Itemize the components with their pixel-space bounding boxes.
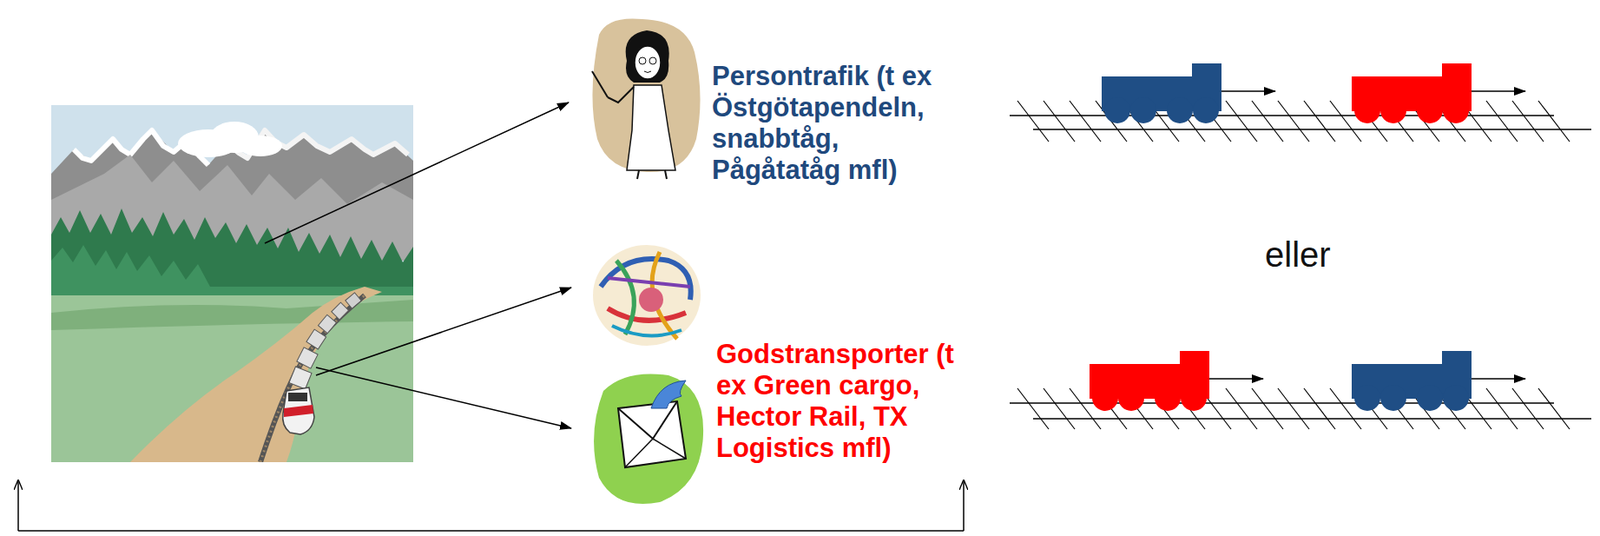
train-symbol [1089, 350, 1264, 411]
train-symbol [1351, 63, 1526, 124]
abstract-icon [592, 244, 701, 346]
feedback-bracket [18, 480, 964, 531]
train-symbol [1351, 350, 1526, 411]
teacher-icon [592, 18, 701, 179]
leader-arrows [264, 102, 572, 428]
envelope-icon [593, 373, 704, 504]
or-label: eller [1264, 234, 1331, 275]
passenger-traffic-label: Persontrafik (t ex Östgötapendeln, snabb… [711, 60, 960, 186]
landscape-illustration [51, 105, 414, 462]
railway-tracks [1009, 115, 1592, 419]
trains [1089, 63, 1526, 411]
freight-traffic-label: Godstransporter (t ex Green cargo, Hecto… [716, 338, 964, 464]
train-symbol [1101, 63, 1276, 124]
track-sleepers [1017, 100, 1570, 429]
